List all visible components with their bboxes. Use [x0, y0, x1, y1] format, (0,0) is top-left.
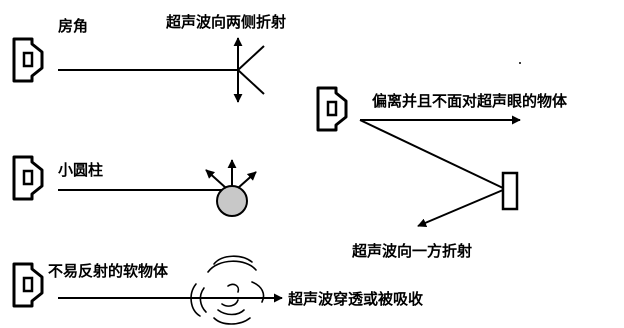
cylinder-label: 小圆柱 — [58, 161, 103, 179]
speck — [519, 62, 521, 64]
sensor-icon — [12, 262, 44, 308]
case-corner: 房角 超声波向两侧折射 — [12, 13, 286, 103]
sensor-icon — [12, 155, 44, 201]
corner-refraction-label: 超声波向两侧折射 — [165, 13, 286, 31]
cylinder-icon — [216, 185, 248, 217]
case-cylinder: 小圆柱 — [12, 155, 257, 217]
sensor-icon — [316, 86, 348, 132]
offset-object-label: 偏离并且不面对超声眼的物体 — [372, 92, 568, 110]
scatter-arrow-right — [237, 171, 257, 189]
soft-object-icon — [190, 255, 265, 325]
absorption-label: 超声波穿透或被吸收 — [287, 290, 423, 308]
plate-icon — [501, 171, 519, 211]
beam-line-diagonal — [359, 119, 504, 189]
corner-icon — [237, 45, 265, 95]
scatter-arrow-left — [205, 169, 227, 189]
sensor-icon — [12, 37, 44, 83]
one-side-refraction-label: 超声波向一方折射 — [351, 242, 472, 260]
case-soft-object: 不易反射的软物体 超声波穿透或被吸收 — [12, 255, 423, 325]
corner-label: 房角 — [58, 17, 88, 35]
reflection-arrow — [417, 189, 504, 227]
case-offset-object: 偏离并且不面对超声眼的物体 超声波向一方折射 — [316, 86, 568, 260]
soft-object-label: 不易反射的软物体 — [48, 262, 169, 280]
